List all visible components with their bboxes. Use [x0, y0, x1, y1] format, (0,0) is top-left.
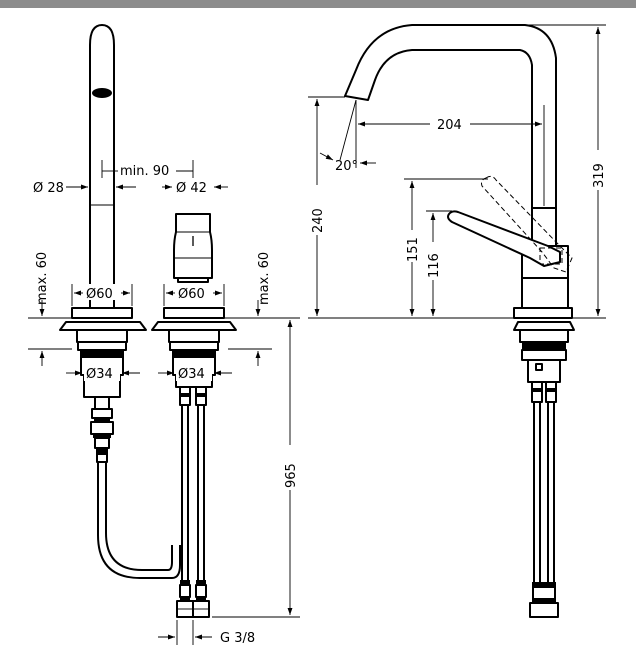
dim-h151: 151: [406, 237, 421, 262]
right-dimensions: 319 204 240 20° 151 116: [308, 24, 607, 319]
header-bar: [0, 0, 636, 8]
dim-d42: Ø 42: [176, 181, 207, 196]
dim-d34-left: Ø34: [86, 367, 113, 382]
dim-d60-right: Ø60: [178, 287, 205, 302]
dim-h116: 116: [427, 253, 442, 278]
left-dimensions: Ø 28 min. 90 Ø 42 max. 60 max. 60 Ø60: [28, 160, 300, 646]
faucet-side-view: [344, 24, 575, 618]
dim-max60-right: max. 60: [257, 252, 272, 305]
dim-h319: 319: [592, 163, 607, 188]
dim-h240: 240: [311, 208, 326, 233]
dim-g38: G 3/8: [220, 631, 255, 646]
dim-d34-right: Ø34: [178, 367, 205, 382]
dim-d28: Ø 28: [33, 181, 64, 196]
dim-max60-left: max. 60: [35, 252, 50, 305]
valve-front-view: [151, 213, 237, 618]
dim-h965: 965: [284, 463, 299, 488]
dim-r204: 204: [437, 118, 462, 133]
dim-d60-left: Ø60: [86, 287, 113, 302]
dim-min90: min. 90: [120, 164, 169, 179]
dim-a20: 20°: [335, 159, 358, 174]
spout-front-view: [59, 24, 147, 463]
